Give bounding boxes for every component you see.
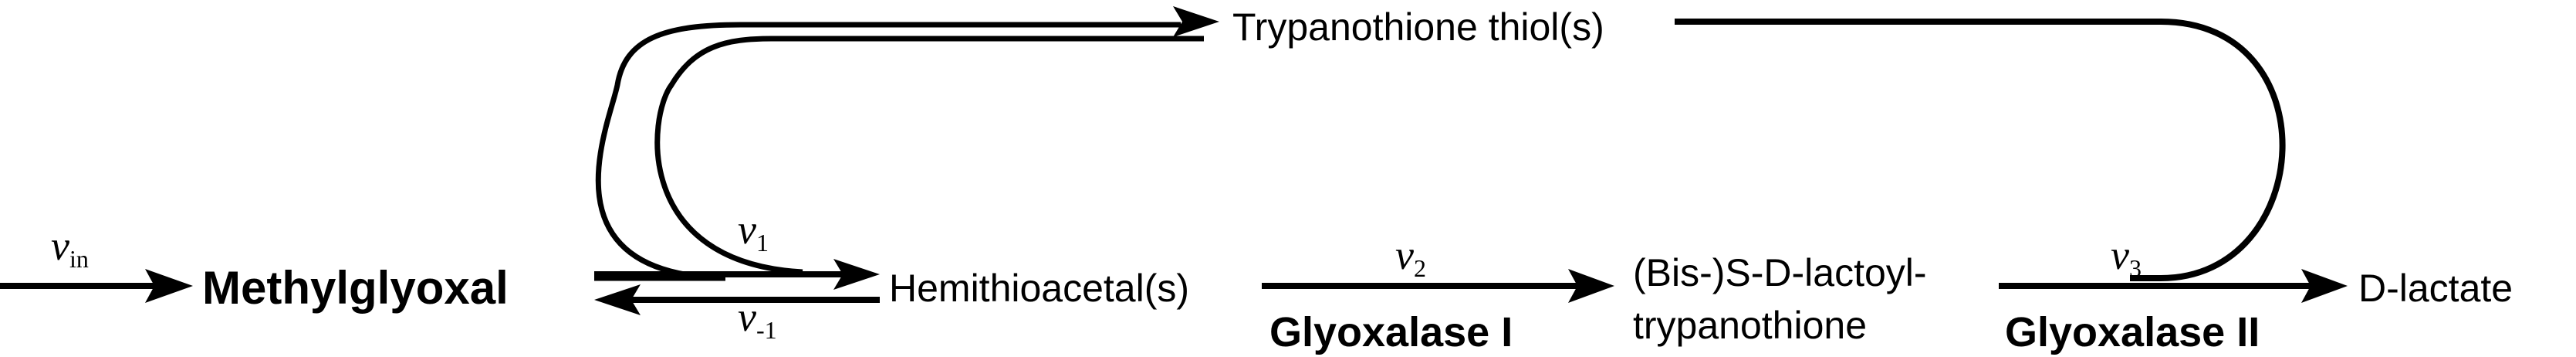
lactoyl-trypanothione-line2: trypanothione (1633, 304, 1867, 347)
glyoxalase-1-label: Glyoxalase I (1269, 309, 1513, 355)
trypanothione-thiols-label: Trypanothione thiol(s) (1232, 5, 1604, 49)
glyoxalase-2-label: Glyoxalase II (2005, 309, 2260, 355)
rate-v1-label: v1 (738, 206, 769, 257)
rate-v-1-label: v-1 (738, 294, 777, 344)
forward-arrow-v1 (594, 259, 880, 290)
methylglyoxal-label: Methylglyoxal (202, 262, 509, 314)
hemithioacetal-label: Hemithioacetal(s) (889, 267, 1189, 310)
input-arrow (0, 269, 193, 303)
thiol-recycle-loop-inner (594, 6, 1219, 281)
glyoxalase-2-arrow (1999, 269, 2348, 303)
input-rate-label: vin (51, 223, 89, 273)
reverse-arrow-v-1 (594, 284, 880, 315)
lactoyl-trypanothione-line1: (Bis-)S-D-lactoyl- (1633, 251, 1927, 294)
thiol-return-line (1675, 19, 2286, 281)
rate-v2-label: v2 (1395, 232, 1426, 282)
glyoxalase-1-arrow (1262, 269, 1614, 303)
d-lactate-label: D-lactate (2358, 267, 2513, 310)
rate-v3-label: v3 (2111, 232, 2142, 282)
